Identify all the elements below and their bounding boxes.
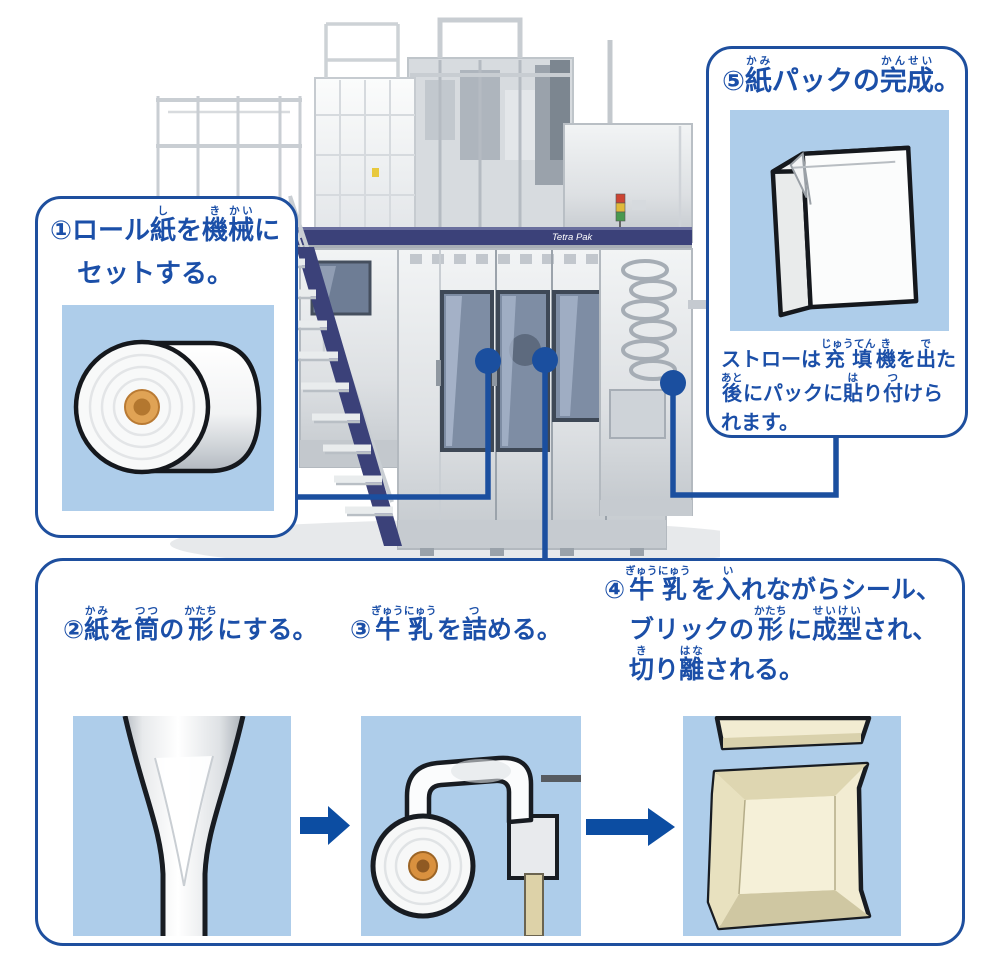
tetra-pak-logo: Tetra Pak	[552, 232, 594, 243]
straw-note-line2: 後あとにパックに貼はり付つけら	[721, 372, 943, 405]
straw-note: ストローは充填じゅうてん機きを出でた 後あとにパックに貼はり付つけら れます。	[721, 338, 956, 440]
arrow-right-icon	[300, 806, 350, 845]
step4-caption-line2: ブリックの形かたちに成型せいけいされ、	[629, 605, 938, 644]
step1-illustration-panel	[62, 305, 274, 511]
machine-right-cabinet	[563, 123, 693, 243]
step1-caption-line1: ①ロール紙しを機き械かいに	[50, 205, 281, 245]
machine-brand-band: Tetra Pak	[298, 227, 692, 249]
step4-caption-line3: 切きり離はなされる。	[629, 645, 805, 684]
paper-roll-illustration	[73, 339, 262, 475]
machine-upper-cabinet	[314, 22, 416, 234]
step1-caption-line2: セットする。	[77, 258, 234, 288]
step2-illustration-panel	[73, 716, 291, 936]
step1-caption: ①ロール紙しを機き械かいに セットする。	[50, 205, 280, 295]
carton-illustration	[770, 145, 919, 318]
step4-illustration-panel	[683, 716, 901, 936]
warning-label	[372, 168, 379, 177]
brick-pack-illustration	[706, 716, 872, 931]
machine-conveyor-section	[599, 248, 718, 516]
callout-step1-roll-paper: ①ロール紙しを機き械かいに セットする。	[35, 196, 298, 538]
filling-illustration	[370, 755, 581, 936]
step3-illustration-panel	[361, 716, 581, 936]
straw-note-line3: れます。	[721, 412, 799, 434]
arrow-right-icon	[586, 808, 675, 846]
step5-illustration-panel	[730, 110, 949, 331]
straw-note-line1: ストローは充填じゅうてん機きを出でた	[721, 338, 956, 371]
tube-forming-illustration	[122, 716, 246, 936]
